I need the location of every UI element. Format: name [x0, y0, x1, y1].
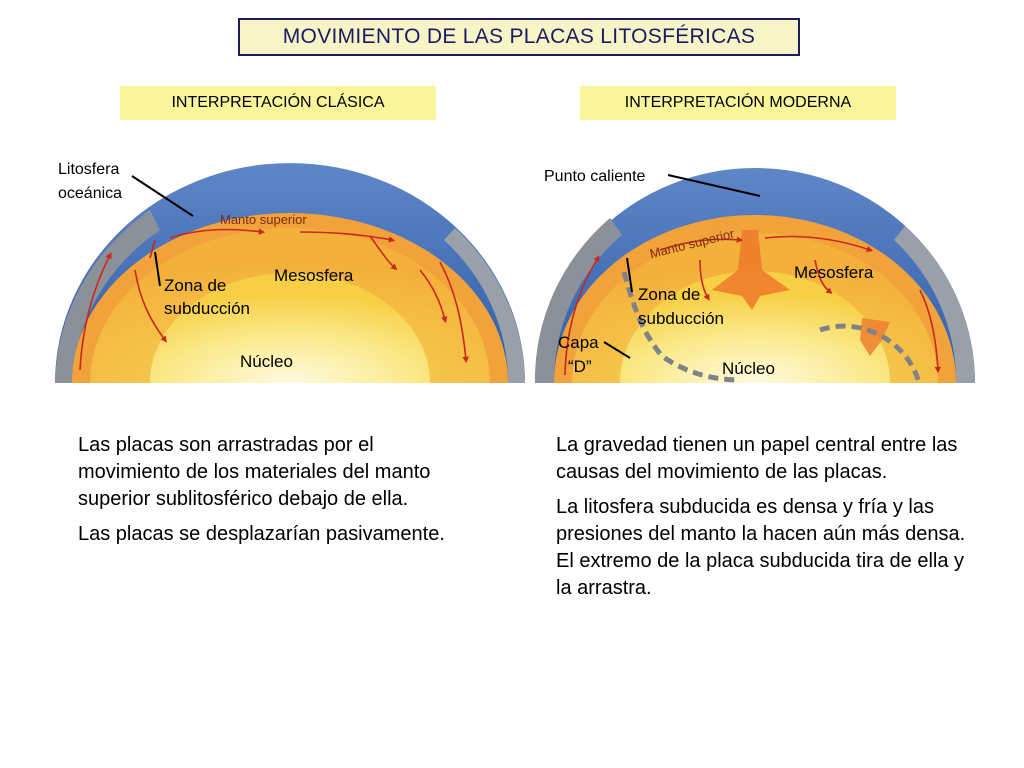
heading-modern: INTERPRETACIÓN MODERNA — [580, 86, 896, 120]
pointer-zona-classic — [154, 251, 161, 287]
modern-paragraph-1: La gravedad tienen un papel central entr… — [556, 434, 958, 483]
label-litosfera-2: oceánica — [58, 185, 122, 202]
classic-paragraph-2: Las placas se desplazarían pasivamente. — [78, 523, 445, 545]
pointer-zona-modern — [626, 257, 633, 293]
modern-earth-section — [534, 168, 975, 383]
pointer-capa — [603, 341, 631, 359]
classic-description: Las placas son arrastradas por el movimi… — [78, 432, 478, 556]
label-capa-1: Capa — [558, 333, 599, 352]
label-nucleo-classic: Núcleo — [240, 352, 293, 371]
label-zona-modern-2: subducción — [638, 309, 724, 328]
label-litosfera-1: Litosfera — [58, 161, 119, 178]
pointer-litosfera — [131, 175, 194, 217]
label-mesosfera-modern: Mesosfera — [794, 263, 874, 282]
classic-earth-section — [55, 163, 525, 383]
label-zona-classic-2: subducción — [164, 299, 250, 318]
modern-paragraph-2: La litosfera subducida es densa y fría y… — [556, 496, 966, 599]
label-zona-modern-1: Zona de — [638, 285, 700, 304]
label-mesosfera-classic: Mesosfera — [274, 266, 354, 285]
modern-description: La gravedad tienen un papel central entr… — [556, 432, 966, 610]
label-zona-classic-1: Zona de — [164, 276, 226, 295]
page-title: MOVIMIENTO DE LAS PLACAS LITOSFÉRICAS — [238, 18, 800, 56]
pointer-punto — [667, 174, 761, 197]
label-capa-2: “D” — [568, 357, 592, 376]
label-manto-classic: Manto superior — [220, 212, 307, 227]
label-punto-caliente: Punto caliente — [544, 168, 646, 185]
heading-classic: INTERPRETACIÓN CLÁSICA — [120, 86, 436, 120]
label-nucleo-modern: Núcleo — [722, 359, 775, 378]
classic-paragraph-1: Las placas son arrastradas por el movimi… — [78, 434, 431, 510]
